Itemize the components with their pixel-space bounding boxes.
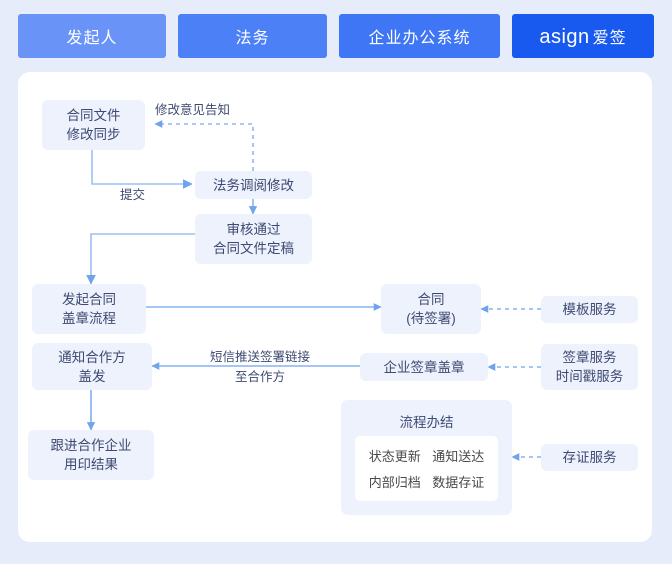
edge-approved-to-start-seal (86, 233, 195, 285)
node-template-service[interactable]: 模板服务 (541, 296, 638, 323)
edge-submit (91, 150, 193, 189)
node-contract-pending-signature-line2: (待签署) (406, 311, 456, 326)
node-contract-file-sync[interactable]: 合同文件 修改同步 (42, 100, 145, 150)
tab-initiator[interactable]: 发起人 (18, 14, 166, 58)
node-legal-review[interactable]: 法务调阅修改 (195, 171, 312, 199)
node-approved-finalized-line2: 合同文件定稿 (213, 241, 294, 256)
node-follow-up-result[interactable]: 跟进合作企业 用印结果 (28, 430, 154, 480)
tab-asign-brand[interactable]: asign 爱签 (512, 14, 654, 58)
edge-label-sms-push-line2: 至合作方 (234, 370, 285, 384)
node-contract-file-sync-line2: 修改同步 (66, 127, 121, 142)
node-legal-review-line1: 法务调阅修改 (213, 177, 294, 193)
node-start-seal-process-line1: 发起合同 (62, 292, 116, 307)
tab-legal-label: 法务 (235, 30, 270, 47)
asign-wordmark: asign (539, 25, 590, 48)
end-panel-item-notification-delivered: 通知送达 (432, 448, 485, 464)
end-panel-title: 流程办结 (399, 415, 454, 430)
node-contract-pending-signature[interactable]: 合同 (待签署) (381, 284, 481, 334)
node-seal-and-timestamp-service[interactable]: 签章服务 时间戳服务 (541, 344, 638, 390)
edge-label-feedback: 修改意见告知 (155, 103, 231, 117)
node-contract-file-sync-line1: 合同文件 (66, 108, 121, 123)
end-panel-process-completed[interactable]: 流程办结 状态更新 通知送达 内部归档 数据存证 (341, 400, 512, 515)
edge-feedback (154, 120, 254, 171)
node-follow-up-result-line1: 跟进合作企业 (50, 438, 132, 453)
node-start-seal-process-line2: 盖章流程 (62, 311, 116, 326)
node-seal-and-timestamp-service-line2: 时间戳服务 (555, 369, 624, 384)
asign-logo: asign 爱签 (539, 24, 626, 49)
tab-enterprise-office-system[interactable]: 企业办公系统 (339, 14, 500, 58)
end-panel-item-internal-archive: 内部归档 (368, 475, 421, 491)
edge-label-sms-push-line1: 短信推送签署链接 (209, 350, 310, 364)
node-notify-partner-line2: 盖发 (78, 368, 106, 384)
tab-legal[interactable]: 法务 (178, 14, 327, 58)
asign-chinese-name: 爱签 (592, 29, 627, 47)
tab-initiator-label: 发起人 (66, 30, 118, 47)
role-tab-bar: 发起人 法务 企业办公系统 asign 爱签 (0, 0, 672, 66)
node-start-seal-process[interactable]: 发起合同 盖章流程 (32, 284, 146, 334)
end-panel-item-status-update: 状态更新 (368, 448, 421, 464)
end-panel-item-data-evidence: 数据存证 (432, 475, 485, 491)
end-panel-items-grid: 状态更新 通知送达 内部归档 数据存证 (355, 436, 498, 501)
node-notify-partner[interactable]: 通知合作方 盖发 (32, 343, 152, 390)
tab-enterprise-office-system-label: 企业办公系统 (368, 30, 471, 47)
node-notify-partner-line1: 通知合作方 (58, 349, 126, 365)
node-seal-and-timestamp-service-line1: 签章服务 (562, 350, 617, 365)
node-enterprise-seal-stamp-line1: 企业签章盖章 (383, 359, 465, 375)
node-evidence-service-line1: 存证服务 (562, 450, 617, 465)
node-evidence-service[interactable]: 存证服务 (541, 444, 638, 471)
node-approved-finalized-line1: 审核通过 (226, 222, 281, 237)
node-approved-finalized[interactable]: 审核通过 合同文件定稿 (195, 214, 312, 264)
node-enterprise-seal-stamp[interactable]: 企业签章盖章 (360, 353, 488, 381)
node-contract-pending-signature-line1: 合同 (417, 292, 445, 307)
node-follow-up-result-line2: 用印结果 (64, 457, 118, 472)
node-template-service-line1: 模板服务 (562, 302, 617, 317)
edge-label-submit: 提交 (120, 188, 146, 202)
